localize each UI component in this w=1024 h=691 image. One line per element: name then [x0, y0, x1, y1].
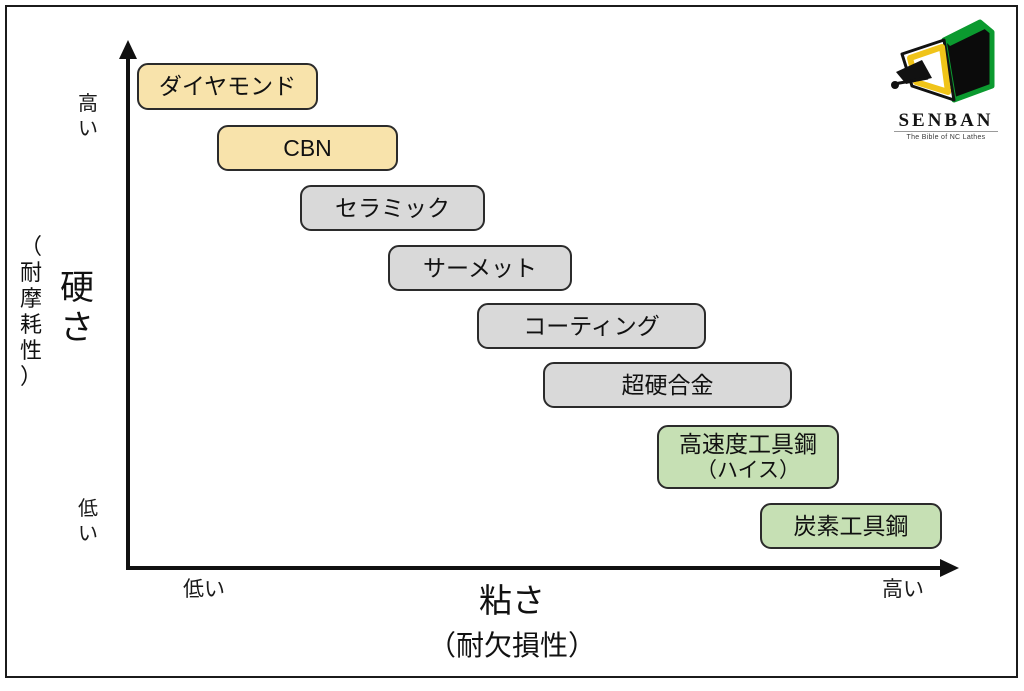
material-box-label: コーティング	[523, 312, 660, 339]
senban-divider	[894, 131, 998, 132]
x-axis-low-label: 低い	[183, 578, 225, 601]
y-axis-subtitle-char-4: 耗	[19, 312, 42, 337]
material-box-label: 炭素工具鋼	[793, 512, 909, 539]
y-axis-title: 硬 さ	[57, 268, 97, 348]
x-axis-arrow-icon	[940, 559, 959, 577]
senban-lathe-icon	[891, 19, 995, 103]
material-box-label: サーメット	[422, 254, 538, 281]
y-axis-subtitle-char-1: （	[19, 234, 42, 259]
y-axis-subtitle-char-3: 摩	[19, 286, 42, 311]
y-axis-low-char-1: 低	[78, 498, 98, 520]
material-box-high-speed-steel: 高速度工具鋼（ハイス）	[657, 425, 839, 489]
material-box-label: 高速度工具鋼	[679, 431, 817, 457]
y-axis-low-char-2: い	[78, 523, 98, 545]
y-axis-high-char-2: い	[78, 118, 98, 140]
y-axis-arrow-icon	[119, 40, 137, 59]
x-axis-title: 粘さ	[479, 582, 545, 619]
y-axis-subtitle-char-6: ）	[19, 364, 42, 389]
material-box-carbon-tool-steel: 炭素工具鋼	[760, 503, 942, 549]
material-box-label: CBN	[283, 134, 332, 161]
y-axis-subtitle-char-2: 耐	[19, 260, 42, 285]
material-box-coating: コーティング	[477, 303, 706, 349]
y-axis-high-char-1: 高	[78, 93, 98, 115]
senban-tagline: The Bible of NC Lathes	[906, 134, 986, 141]
material-box-cbn: CBN	[217, 125, 398, 171]
x-axis-subtitle: （耐欠損性）	[427, 630, 596, 661]
senban-wordmark: SENBAN	[898, 110, 994, 131]
x-axis-high-label: 高い	[882, 578, 924, 601]
y-axis-subtitle: （ 耐 摩 耗 性 ）	[16, 234, 46, 390]
material-box-label: ダイヤモンド	[158, 73, 297, 99]
material-box-cermet: サーメット	[388, 245, 572, 291]
material-box-diamond: ダイヤモンド	[137, 63, 318, 110]
material-box-ceramic: セラミック	[300, 185, 485, 231]
y-axis-line	[126, 56, 130, 570]
y-axis-title-char-2: さ	[60, 309, 94, 347]
material-box-label: 超硬合金	[621, 371, 714, 398]
material-box-label: セラミック	[335, 194, 450, 221]
material-box-cemented-carbide: 超硬合金	[543, 362, 792, 408]
material-box-sublabel: （ハイス）	[696, 459, 800, 482]
x-axis-line	[126, 566, 944, 570]
y-axis-subtitle-char-5: 性	[19, 338, 42, 363]
y-axis-low-label: 低 い	[73, 497, 103, 547]
y-axis-high-label: 高 い	[73, 92, 103, 142]
y-axis-title-char-1: 硬	[60, 269, 94, 307]
senban-logo: SENBAN The Bible of NC Lathes	[888, 14, 1004, 141]
